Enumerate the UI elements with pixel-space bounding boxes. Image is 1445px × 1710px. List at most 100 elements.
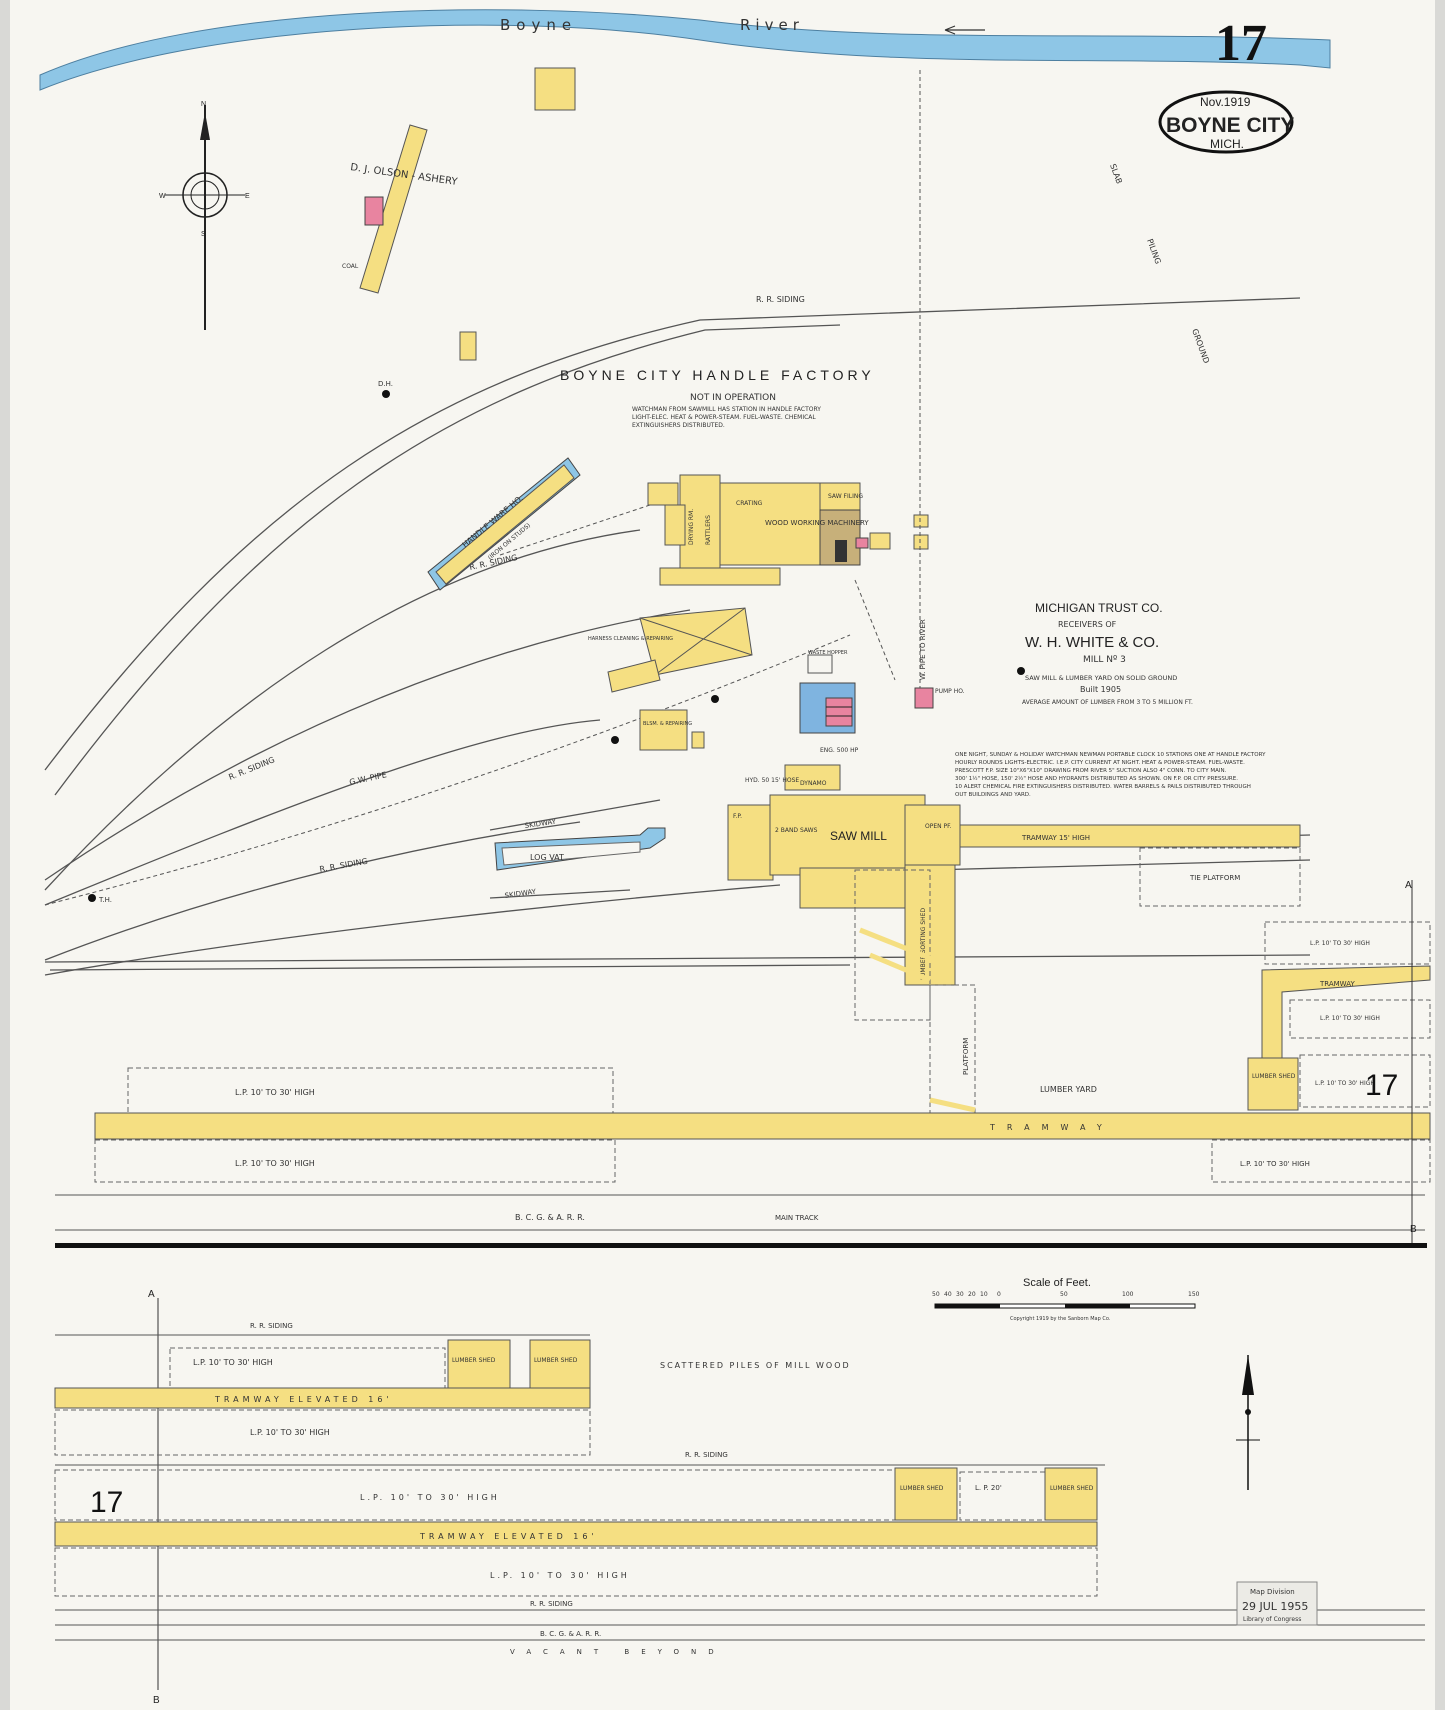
note-2: HOURLY ROUNDS LIGHTS-ELECTRIC. I.E.P. CI… [955, 760, 1245, 766]
tramway-elevated-2-label: TRAMWAY ELEVATED 16' [419, 1532, 598, 1541]
cartouche-date: Nov.1919 [1200, 95, 1251, 109]
pump-ho-label: PUMP HO. [935, 688, 965, 695]
marker-b-lower: B [153, 1695, 160, 1706]
hf-note-3: EXTINGUISHERS DISTRIBUTED. [632, 422, 725, 429]
north-arrow-icon [1236, 1355, 1260, 1490]
library-stamp: Map Division 29 JUL 1955 Library of Cong… [1236, 1581, 1318, 1626]
scale-bar: Scale of Feet. 50 40 30 20 10 0 50 100 1… [932, 1277, 1200, 1322]
small-pink-bldg [855, 537, 869, 549]
rr-siding-3 [44, 609, 691, 881]
harness-shop: HARNESS CLEANING & REPAIRING [588, 607, 753, 693]
bcg-label-1: B. C. G. & A. R. R. [515, 1213, 585, 1222]
blacksmith-shop [639, 709, 688, 751]
compass-rose-icon: N W E S [159, 101, 250, 330]
dynamo-label: DYNAMO [800, 780, 827, 787]
not-in-operation: NOT IN OPERATION [690, 393, 776, 403]
lumber-shed-lower-3-label: LUMBER SHED [900, 1485, 944, 1492]
lumber-shed-lower-2 [529, 1339, 591, 1389]
compass-e: E [245, 193, 250, 200]
saw-filing-label: SAW FILING [828, 493, 863, 500]
flow-arrow-icon [944, 25, 985, 35]
tramway-elevated-2 [54, 1521, 1098, 1547]
scale-tick-6: 50 [1060, 1291, 1068, 1298]
hydrant-1 [711, 695, 719, 703]
rr-siding-lower-2-label: R. R. SIDING [685, 1451, 728, 1459]
scale-tick-3: 20 [968, 1291, 976, 1298]
main-track-label: MAIN TRACK [775, 1214, 819, 1222]
note-4: 300' 1½" HOSE, 150' 2½" HOSE AND HYDRANT… [955, 775, 1238, 782]
small-shed [459, 331, 477, 361]
tramway-elevated-1-label: TRAMWAY ELEVATED 16' [214, 1395, 393, 1404]
pipe-to-river-label: W. PIPE TO RIVER [919, 619, 927, 680]
sheet-number-top: 17 [1215, 15, 1267, 72]
tramway-main [94, 1112, 1431, 1140]
note-1: ONE NIGHT, SUNDAY & HOLIDAY WATCHMAN NEW… [955, 752, 1266, 758]
lumber-yard-label: LUMBER YARD [1040, 1085, 1097, 1094]
scale-tick-2: 30 [956, 1291, 964, 1298]
compass-n: N [201, 101, 206, 108]
handle-ware-house: HANDLE WARE HO. (IRON ON STUDS) [427, 457, 581, 591]
handle-factory-main: WOOD WORKING MACHINERY CRATING DRYING RM… [647, 474, 869, 586]
saw-mill-label: SAW MILL [830, 829, 887, 843]
tramway-main-label: TRAMWAY [989, 1123, 1114, 1132]
blsm-label: BLSM. & REPAIRING [643, 721, 692, 727]
w-pipe [854, 579, 896, 681]
boiler-house: WASTE HOPPER [799, 650, 856, 734]
drying-label: DRYING RM. [688, 509, 695, 545]
cartouche-city: BOYNE CITY [1166, 114, 1294, 137]
michigan-trust-label: MICHIGAN TRUST CO. [1035, 601, 1163, 615]
hydrant-th [88, 894, 96, 902]
tie-platform-label: TIE PLATFORM [1189, 874, 1240, 882]
lp-east-4-label: L.P. 10' TO 30' HIGH [1240, 1160, 1310, 1168]
lumber-shed-east-label: LUMBER SHED [1252, 1073, 1296, 1080]
lp-east-2 [1289, 999, 1431, 1039]
open-pf-label: OPEN PF. [925, 823, 952, 830]
tramway-east-label: TRAMWAY [1319, 980, 1355, 988]
copyright-label: Copyright 1919 by the Sanborn Map Co. [1010, 1316, 1111, 1322]
skidway-2 [489, 889, 631, 899]
shed-near-river [534, 67, 576, 111]
waste-hopper-label: WASTE HOPPER [808, 650, 848, 656]
receivers-label: RECEIVERS OF [1058, 620, 1117, 629]
handle-factory-title: BOYNE CITY HANDLE FACTORY [560, 367, 875, 383]
mill3-label: MILL Nº 3 [1083, 655, 1126, 665]
gw-pipe [44, 634, 851, 906]
band-saws-label: 2 BAND SAWS [775, 827, 818, 834]
lp-lower-4 [54, 1547, 1098, 1597]
scale-tick-0: 50 [932, 1291, 940, 1298]
lp-east-1-label: L.P. 10' TO 30' HIGH [1310, 940, 1370, 947]
scattered-label: SCATTERED PILES OF MILL WOOD [660, 1361, 851, 1370]
crating-label: CRATING [736, 500, 763, 507]
lumber-shed-lower-4-label: LUMBER SHED [1050, 1485, 1094, 1492]
river-label-left: Boyne [500, 16, 577, 34]
lp-20-label: L. P. 20' [975, 1484, 1002, 1492]
hf-note-2: LIGHT-ELEC. HEAT & POWER-STEAM. FUEL-WAS… [632, 414, 816, 421]
platform-label: PLATFORM [962, 1038, 970, 1075]
th-label: T.H. [98, 896, 112, 904]
rr-siding-4 [44, 719, 601, 906]
rr-siding-10 [929, 859, 1311, 871]
section-divider [55, 1243, 1427, 1248]
avg-lumber-label: AVERAGE AMOUNT OF LUMBER FROM 3 TO 5 MIL… [1022, 699, 1193, 706]
cartouche-state: MICH. [1210, 137, 1244, 151]
tramway-15-high [959, 824, 1301, 848]
scale-tick-4: 10 [980, 1291, 988, 1298]
rr-siding-lower-3-label: R. R. SIDING [530, 1600, 573, 1608]
rr-siding-8 [49, 964, 851, 971]
boyne-river [39, 9, 1331, 91]
note-6: OUT BUILDINGS AND YARD. [955, 792, 1031, 798]
rr-siding-lower-1-label: R. R. SIDING [250, 1322, 293, 1330]
scale-tick-1: 40 [944, 1291, 952, 1298]
log-vat-label: LOG VAT [530, 853, 564, 862]
stamp-line-1: Map Division [1250, 1588, 1295, 1596]
note-5: 10 ALERT CHEMICAL FIRE EXTINGUISHERS DIS… [955, 784, 1251, 790]
lp-west-1-label: L.P. 10' TO 30' HIGH [235, 1088, 315, 1097]
log-vat-inner [501, 841, 641, 866]
lp-east-3 [1299, 1054, 1431, 1108]
coal-label: COAL [342, 263, 359, 270]
wh-white-label: W. H. WHITE & CO. [1025, 634, 1159, 651]
lp-lower-1-label: L.P. 10' TO 30' HIGH [193, 1358, 273, 1367]
map-sheet [10, 0, 1435, 1710]
rr-siding-2 [44, 529, 641, 891]
lp-lower-2-label: L.P. 10' TO 30' HIGH [250, 1428, 330, 1437]
